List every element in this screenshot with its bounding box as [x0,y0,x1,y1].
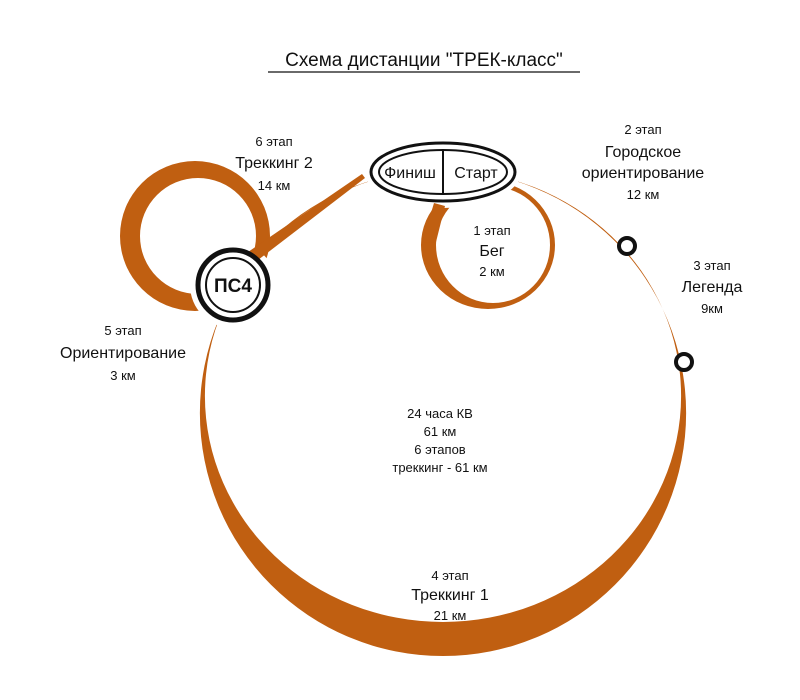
stage5-distance: 3 км [110,368,136,383]
stage3-name: Легенда [682,279,743,296]
checkpoint-outer-ring [195,247,271,323]
checkpoint-inner-ring [205,257,261,313]
stage1-name: Бег [479,243,504,260]
checkpoint-node: ПС4 [195,247,271,323]
stage3-number: 3 этап [693,258,730,273]
stage2-3-marker [617,236,637,256]
checkpoint-label: ПС4 [214,276,252,297]
stage2-distance: 12 км [627,187,660,202]
stage1-connector-track [422,203,445,243]
stage4-number: 4 этап [431,568,468,583]
summary-line-total: 61 км [424,424,457,439]
stage3-label: 3 этап Легенда 9км [682,258,743,316]
start-label: Старт [454,165,498,182]
stage6-number: 6 этап [255,134,292,149]
stage6-connector-track [248,174,365,260]
stage6-distance: 14 км [258,178,291,193]
stage4-label: 4 этап Треккинг 1 21 км [411,568,489,623]
stage6-name: Треккинг 2 [235,155,313,172]
stage2-name-line2: ориентирование [582,165,705,182]
stage2-name-line1: Городское [605,144,681,161]
stage4-distance: 21 км [434,608,467,623]
stage4-name: Треккинг 1 [411,587,489,604]
stage1-number: 1 этап [473,223,510,238]
start-finish-node: Финиш Старт [369,141,517,203]
stage3-4-marker [674,352,694,372]
summary-line-duration: 24 часа КВ [407,406,473,421]
stage2-number: 2 этап [624,122,661,137]
stage5-name: Ориентирование [60,345,186,362]
summary-line-stages: 6 этапов [414,442,465,457]
distance-summary: 24 часа КВ 61 км 6 этапов треккинг - 61 … [392,406,487,475]
stage5-number: 5 этап [104,323,141,338]
stage6-label: 6 этап Треккинг 2 14 км [235,134,313,193]
stage2-label: 2 этап Городское ориентирование 12 км [582,122,705,202]
summary-line-trekking: треккинг - 61 км [392,460,487,475]
stage1-label: 1 этап Бег 2 км [473,223,510,279]
finish-label: Финиш [384,165,436,182]
stage5-label: 5 этап Ориентирование 3 км [60,323,186,383]
stage1-distance: 2 км [479,264,505,279]
diagram-title: Схема дистанции "ТРЕК-класс" [285,50,563,71]
stage3-distance: 9км [701,301,723,316]
